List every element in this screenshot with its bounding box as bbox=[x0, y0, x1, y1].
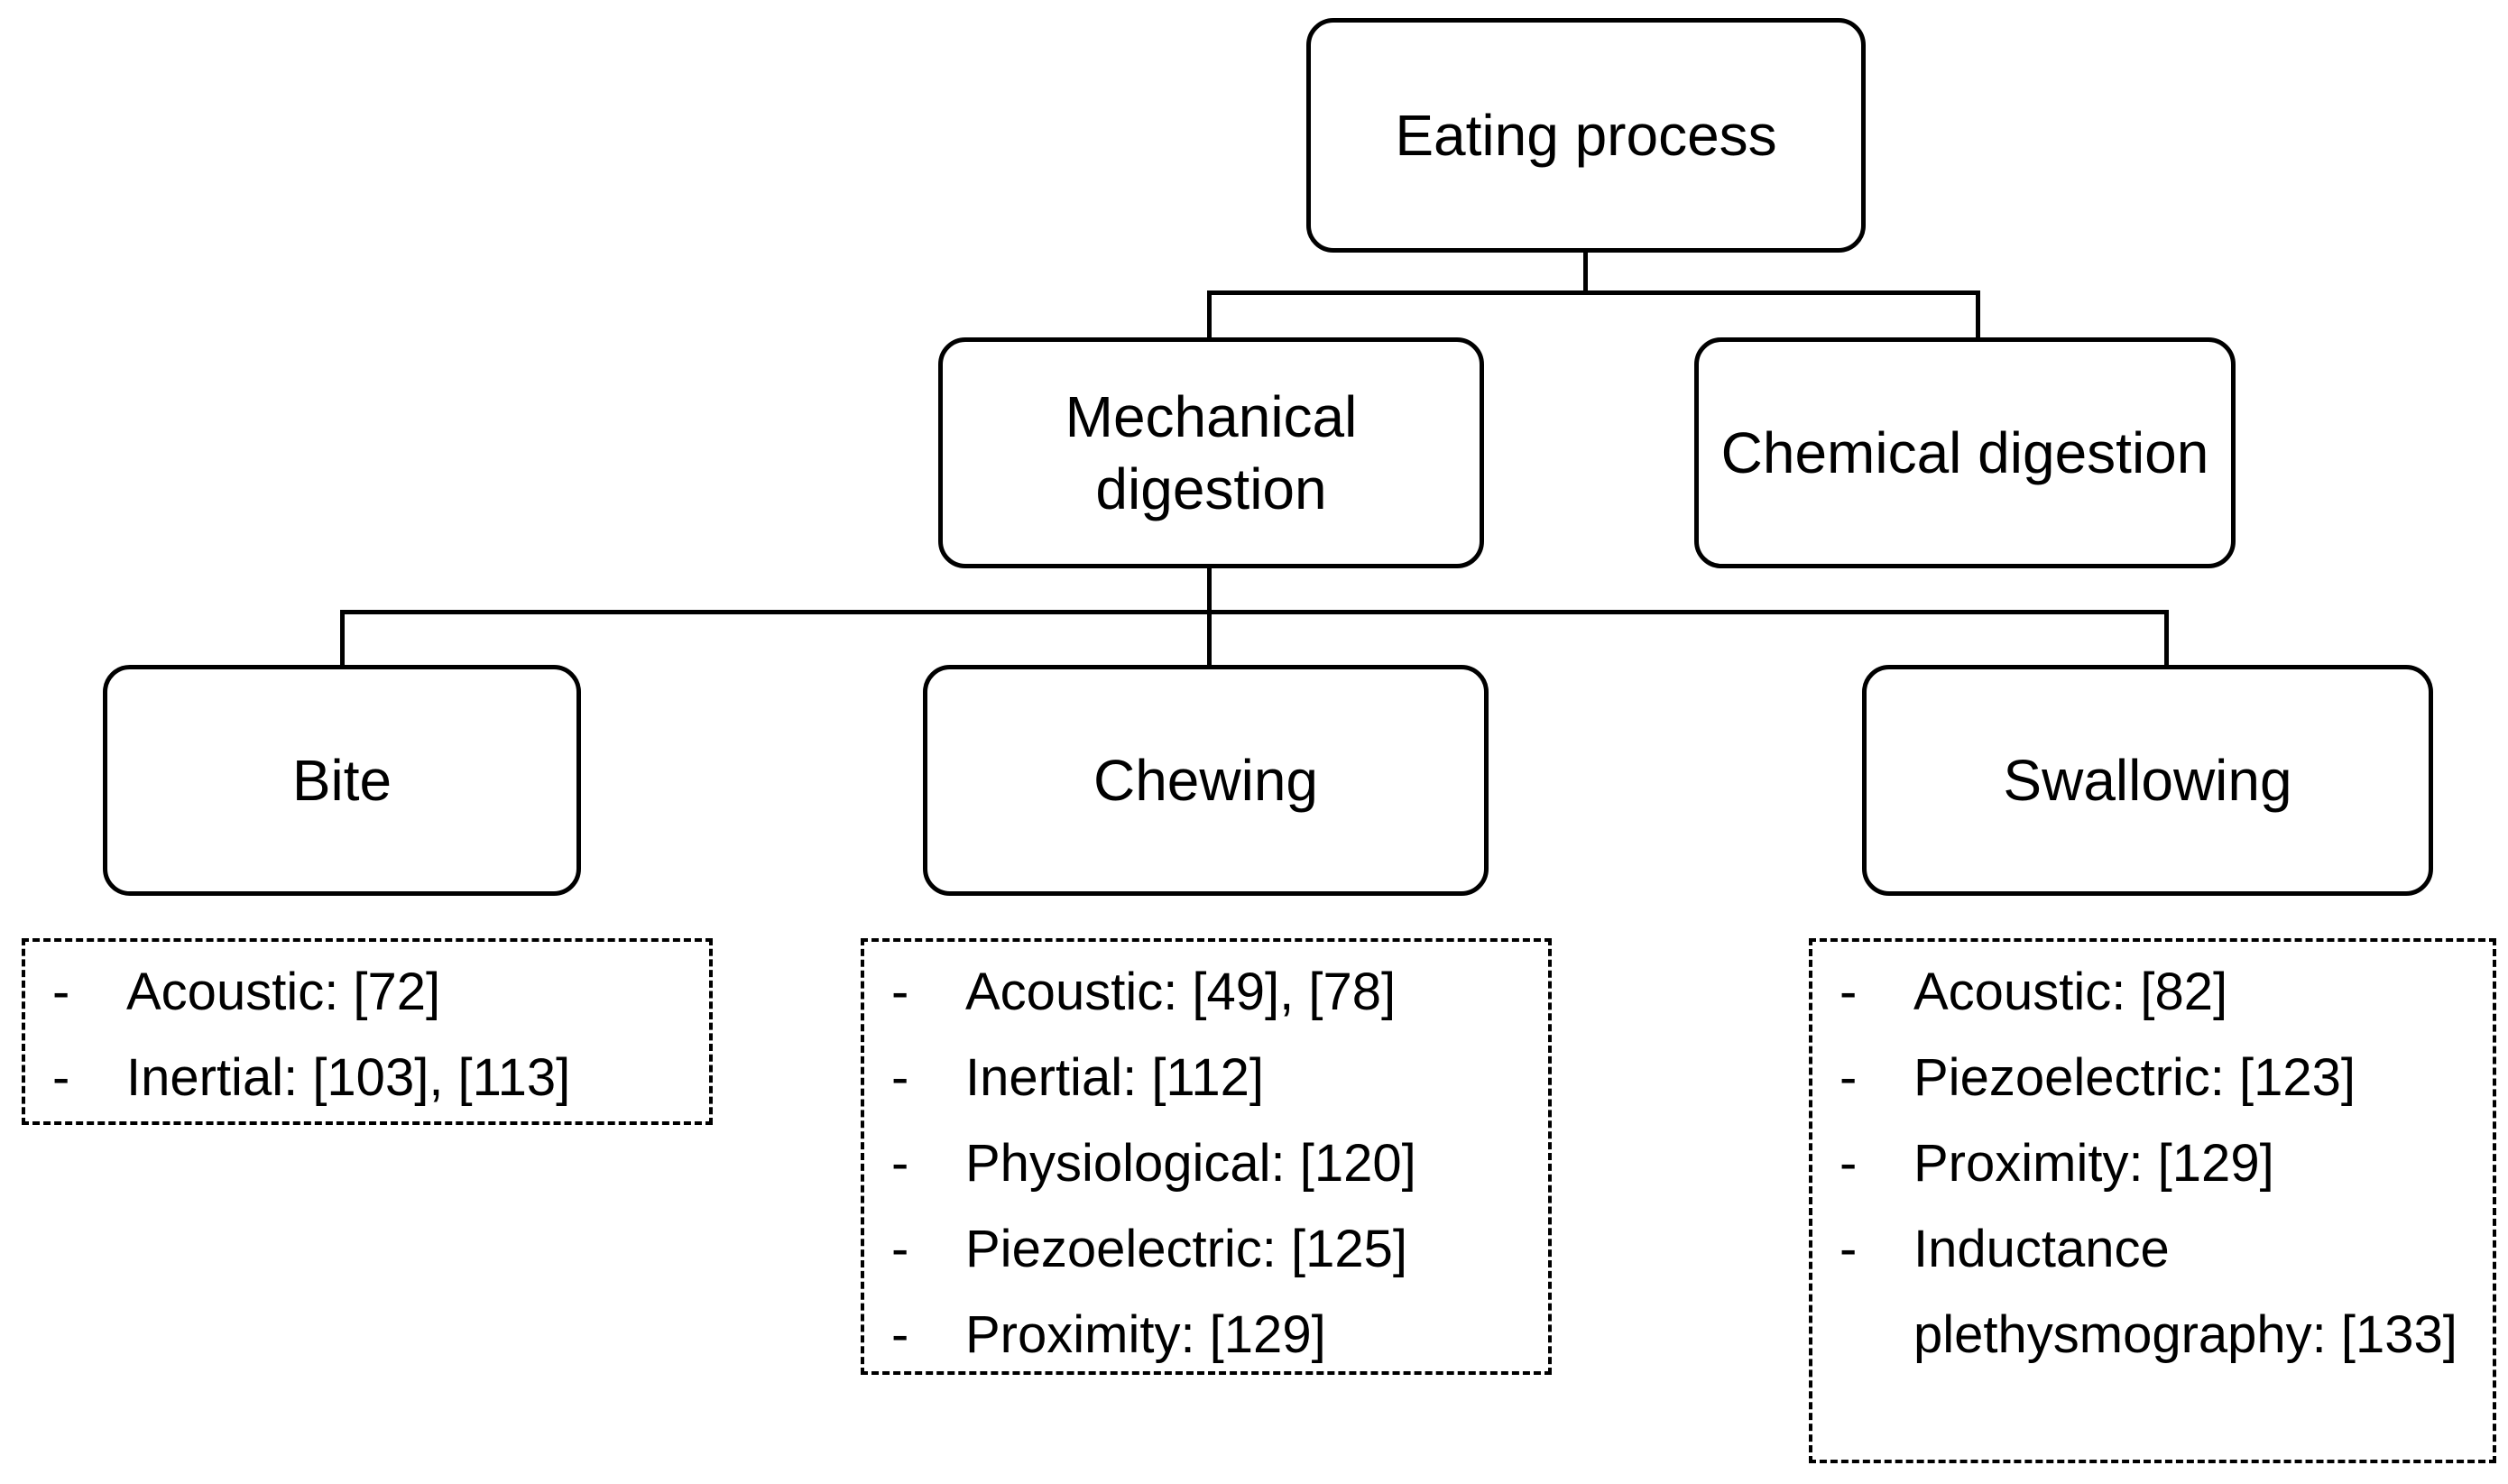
connector-mechanical-down bbox=[1207, 290, 1212, 339]
list-item-marker: - bbox=[1840, 963, 1858, 1021]
connector-root-down bbox=[1583, 253, 1588, 292]
bite-sensor-list: - Acoustic: [72] - Inertial: [103], [113… bbox=[22, 938, 713, 1125]
list-item: - Inductance plethysmography: [133] bbox=[1840, 1206, 2484, 1378]
connector-mechanical-out bbox=[1207, 568, 1212, 612]
list-item-text: Piezoelectric: [125] bbox=[965, 1220, 1408, 1278]
list-item-marker: - bbox=[1840, 1220, 1858, 1278]
list-item-text: Acoustic: [72] bbox=[126, 963, 441, 1021]
node-bite-label: Bite bbox=[291, 748, 392, 813]
node-eating-process: Eating process bbox=[1306, 18, 1866, 253]
list-item: - Acoustic: [82] bbox=[1840, 949, 2484, 1035]
list-item-text: Inertial: [112] bbox=[965, 1048, 1265, 1107]
connector-chemical-down bbox=[1976, 290, 1980, 339]
node-mechanical-digestion: Mechanical digestion bbox=[938, 337, 1484, 568]
list-item-marker: - bbox=[891, 1048, 909, 1107]
connector-rail-level3 bbox=[340, 610, 2169, 614]
list-item: - Proximity: [129] bbox=[891, 1292, 1539, 1378]
list-item-text: Piezoelectric: [123] bbox=[1913, 1048, 2356, 1107]
list-item-text: Inertial: [103], [113] bbox=[126, 1048, 571, 1107]
list-item-marker: - bbox=[1840, 1048, 1858, 1107]
list-item: - Piezoelectric: [123] bbox=[1840, 1035, 2484, 1120]
list-item-text: Physiological: [120] bbox=[965, 1134, 1416, 1193]
list-item-marker: - bbox=[1840, 1134, 1858, 1193]
list-item: - Acoustic: [49], [78] bbox=[891, 949, 1539, 1035]
list-item-marker: - bbox=[891, 1305, 909, 1364]
list-item-text: Proximity: [129] bbox=[965, 1305, 1326, 1364]
list-item: - Piezoelectric: [125] bbox=[891, 1206, 1539, 1292]
node-eating-process-label: Eating process bbox=[1395, 103, 1777, 168]
node-swallowing-label: Swallowing bbox=[2003, 748, 2292, 813]
node-chemical-digestion: Chemical digestion bbox=[1694, 337, 2236, 568]
node-mechanical-digestion-label: Mechanical digestion bbox=[1065, 384, 1358, 521]
connector-swallowing-down bbox=[2164, 610, 2169, 667]
list-item-marker: - bbox=[52, 963, 70, 1021]
connector-chewing-down bbox=[1207, 610, 1212, 667]
list-item-text: Acoustic: [49], [78] bbox=[965, 963, 1397, 1021]
connector-rail-level2 bbox=[1207, 290, 1980, 295]
list-item: - Proximity: [129] bbox=[1840, 1120, 2484, 1206]
connector-bite-down bbox=[340, 610, 345, 667]
list-item: - Inertial: [103], [113] bbox=[52, 1035, 700, 1120]
node-swallowing: Swallowing bbox=[1862, 665, 2433, 896]
chewing-sensor-list: - Acoustic: [49], [78] - Inertial: [112]… bbox=[861, 938, 1552, 1375]
list-item-text: Acoustic: [82] bbox=[1913, 963, 2228, 1021]
list-item: - Acoustic: [72] bbox=[52, 949, 700, 1035]
list-item-marker: - bbox=[52, 1048, 70, 1107]
list-item-text: Proximity: [129] bbox=[1913, 1134, 2274, 1193]
list-item-marker: - bbox=[891, 1220, 909, 1278]
list-item: - Physiological: [120] bbox=[891, 1120, 1539, 1206]
list-item-text: Inductance plethysmography: [133] bbox=[1913, 1220, 2457, 1364]
node-chewing-label: Chewing bbox=[1093, 748, 1319, 813]
node-bite: Bite bbox=[103, 665, 581, 896]
list-item-marker: - bbox=[891, 963, 909, 1021]
list-item: - Inertial: [112] bbox=[891, 1035, 1539, 1120]
swallowing-sensor-list: - Acoustic: [82] - Piezoelectric: [123] … bbox=[1809, 938, 2496, 1463]
node-chemical-digestion-label: Chemical digestion bbox=[1720, 420, 2209, 485]
list-item-marker: - bbox=[891, 1134, 909, 1193]
node-chewing: Chewing bbox=[923, 665, 1489, 896]
